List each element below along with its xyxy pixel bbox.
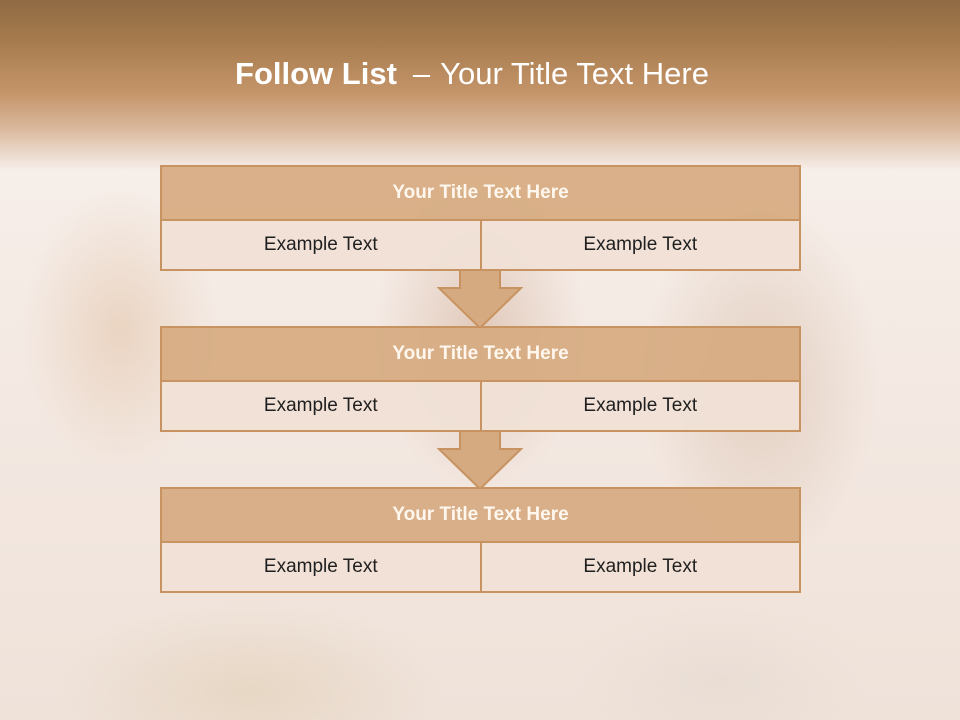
slide-title-separator: – — [412, 56, 431, 91]
list-block-1: Your Title Text Here Example Text Exampl… — [160, 165, 801, 271]
slide-title-bold: Follow List — [235, 56, 397, 91]
block-row: Example Text Example Text — [160, 221, 801, 271]
block-cell-right: Example Text — [479, 382, 801, 432]
block-title: Your Title Text Here — [160, 487, 801, 543]
slide-title: Follow List–Your Title Text Here — [0, 56, 944, 92]
block-cell-right: Example Text — [479, 221, 801, 271]
list-block-3: Your Title Text Here Example Text Exampl… — [160, 487, 801, 593]
block-cell-left: Example Text — [160, 382, 482, 432]
block-cell-left: Example Text — [160, 221, 482, 271]
down-arrow-icon — [437, 431, 523, 491]
header-band — [0, 0, 960, 170]
block-row: Example Text Example Text — [160, 543, 801, 593]
block-cell-left: Example Text — [160, 543, 482, 593]
block-title: Your Title Text Here — [160, 165, 801, 221]
slide-title-rest: Your Title Text Here — [440, 56, 709, 91]
list-block-2: Your Title Text Here Example Text Exampl… — [160, 326, 801, 432]
block-cell-right: Example Text — [479, 543, 801, 593]
down-arrow-icon — [437, 270, 523, 330]
block-title: Your Title Text Here — [160, 326, 801, 382]
block-row: Example Text Example Text — [160, 382, 801, 432]
